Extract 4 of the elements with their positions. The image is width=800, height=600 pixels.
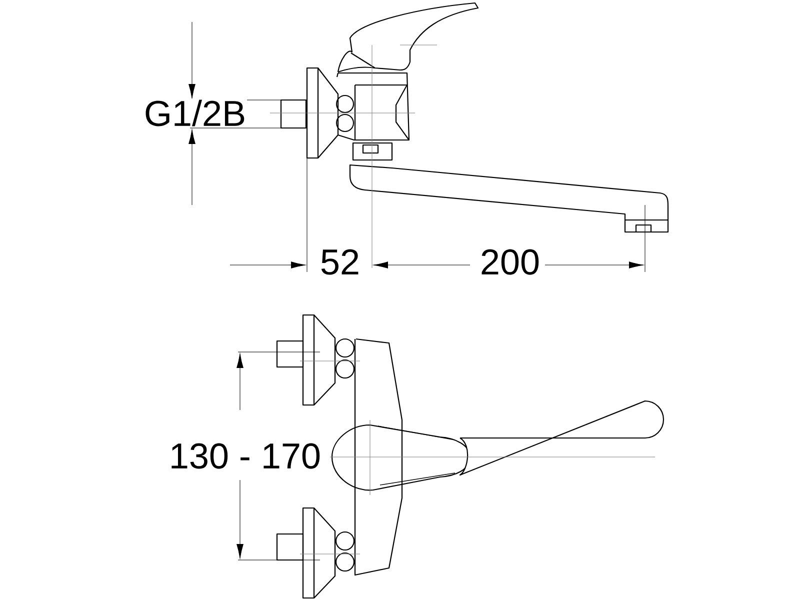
dimension-label: G1/2B [142,98,248,128]
dimension-label: 52 [318,248,362,276]
dimension-label: 130 - 170 [168,442,322,470]
dimension-label: 200 [478,248,542,276]
